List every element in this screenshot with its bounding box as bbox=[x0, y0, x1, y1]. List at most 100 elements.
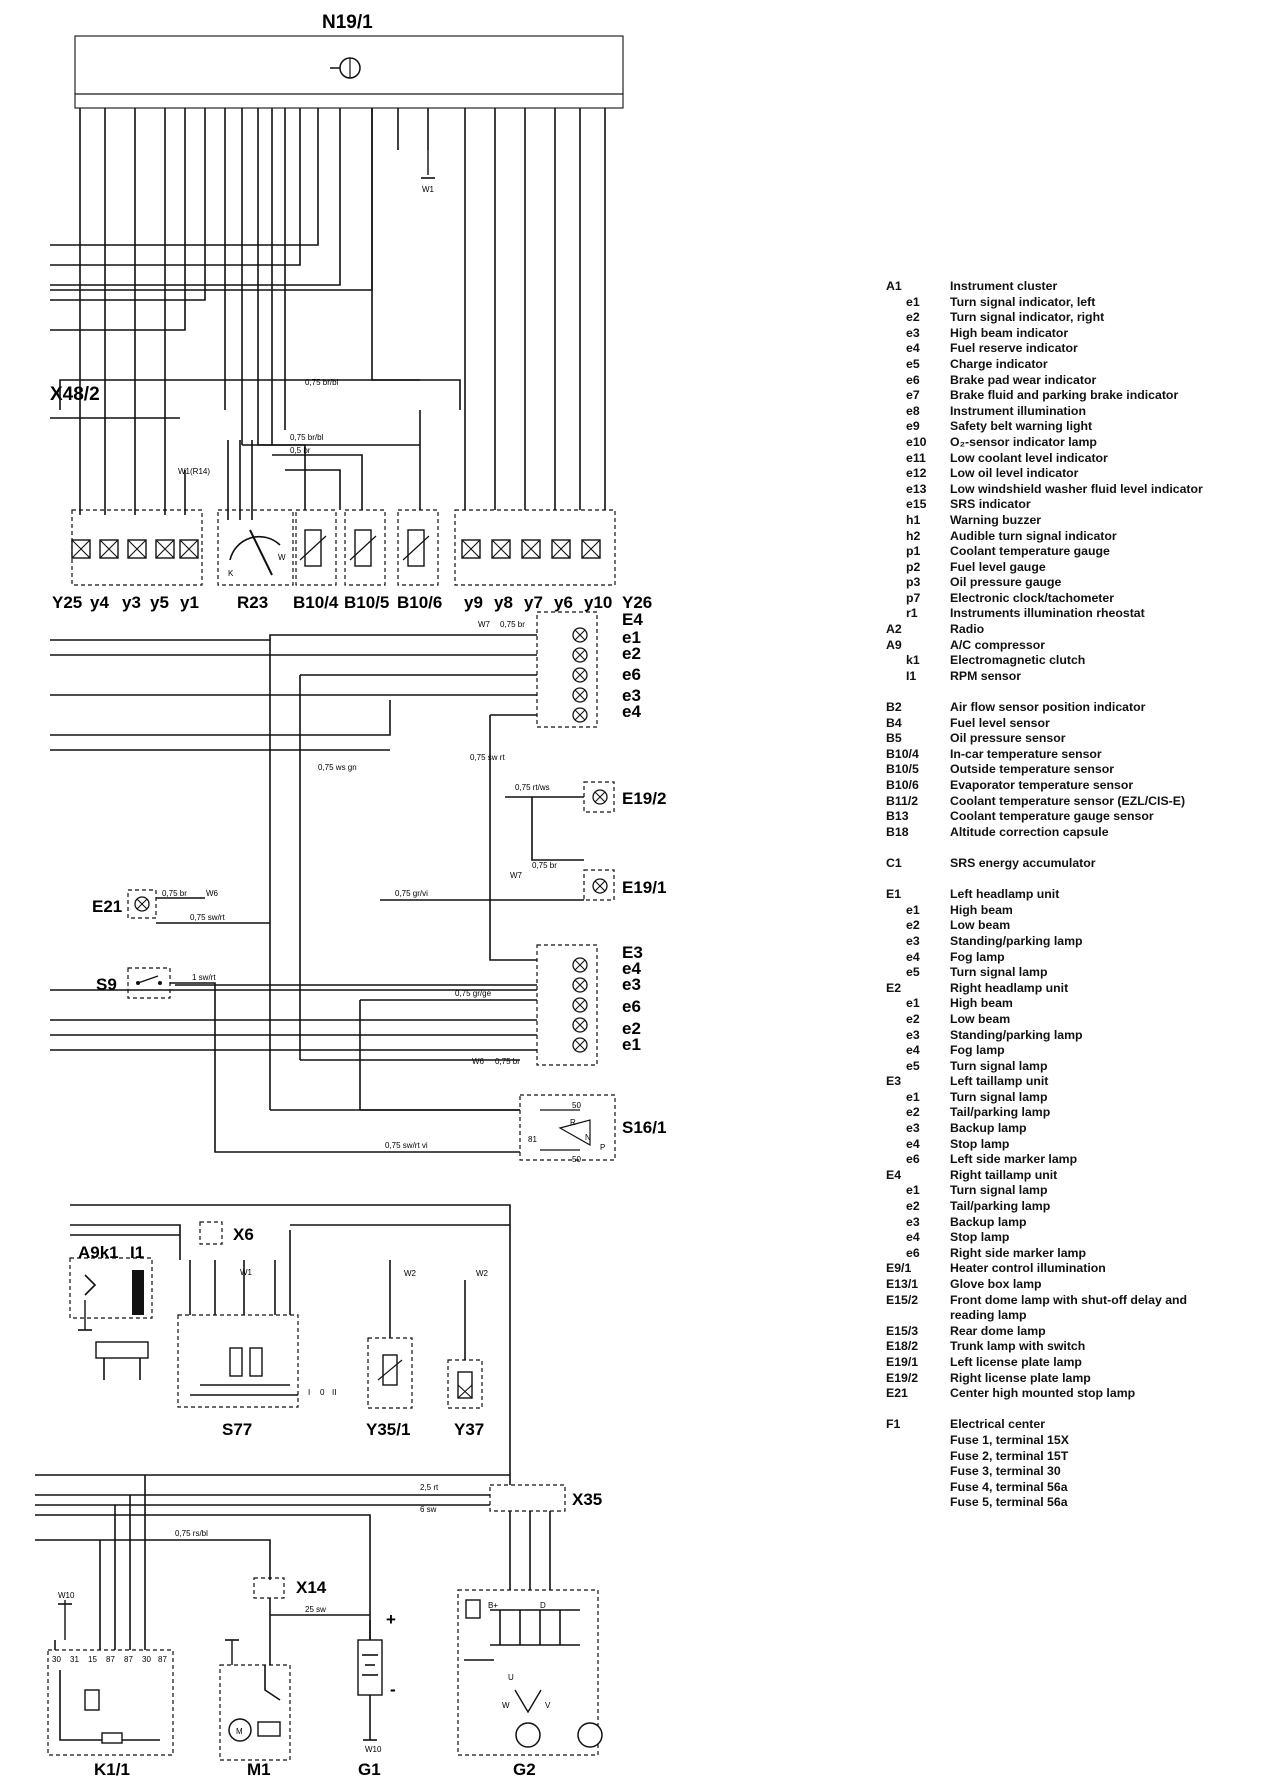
e3-lamp-label: e6 bbox=[622, 997, 641, 1016]
legend-description: Low coolant level indicator bbox=[950, 450, 1108, 465]
legend-code bbox=[886, 1480, 950, 1496]
legend-code: e2 bbox=[906, 310, 920, 325]
legend-description: Fuse 5, terminal 56a bbox=[950, 1495, 1068, 1510]
r23-block bbox=[217, 509, 294, 586]
relay-terminals: 30 31 15 87 87 30 87 bbox=[52, 1475, 167, 1744]
legend-description: Fuel level sensor bbox=[950, 715, 1050, 730]
legend-code: p1 bbox=[906, 544, 921, 559]
relay-terminal-label: 15 bbox=[88, 1655, 97, 1664]
alternator-icon bbox=[464, 1511, 603, 1748]
legend-description: Stop lamp bbox=[950, 1230, 1010, 1245]
legend-description: Heater control illumination bbox=[950, 1261, 1106, 1276]
lamp-icon bbox=[572, 977, 588, 993]
lamp-icon bbox=[572, 997, 588, 1013]
switch-icon bbox=[136, 975, 162, 985]
r23-label: R23 bbox=[237, 593, 268, 612]
legend-code: E15/2 bbox=[886, 1292, 919, 1307]
legend-code: B5 bbox=[886, 731, 902, 746]
legend-description: Charge indicator bbox=[950, 356, 1048, 371]
y10-label: y10 bbox=[584, 593, 612, 612]
legend-description: SRS indicator bbox=[950, 497, 1031, 512]
alternator-terminal-label: B+ bbox=[488, 1601, 498, 1610]
legend-description: Stop lamp bbox=[950, 1136, 1010, 1151]
wire-label: 0,75 br bbox=[495, 1057, 520, 1066]
wire-label: 0,75 ws gn bbox=[318, 763, 357, 772]
ground-label: W2 bbox=[476, 1269, 489, 1278]
legend-code: B13 bbox=[886, 809, 909, 824]
ground-label: W1(R14) bbox=[178, 467, 210, 476]
legend-code: E18/2 bbox=[886, 1339, 919, 1354]
legend-code bbox=[886, 1464, 950, 1480]
e3-lamp-label: e1 bbox=[622, 1035, 641, 1054]
legend-code: e1 bbox=[906, 294, 920, 309]
e19-2-label: E19/2 bbox=[622, 789, 666, 808]
legend-description: Audible turn signal indicator bbox=[950, 528, 1117, 543]
battery-minus: - bbox=[390, 1680, 396, 1699]
y1-label: y1 bbox=[180, 593, 199, 612]
e4-lamp-label: e1 bbox=[622, 628, 641, 647]
y35-1-label: Y35/1 bbox=[366, 1420, 410, 1439]
wire-label: 0,75 br bbox=[162, 889, 187, 898]
a9k1-label: A9k1 bbox=[78, 1243, 119, 1262]
e3-lamp-label: e2 bbox=[622, 1019, 641, 1038]
a9k1-block bbox=[69, 1257, 153, 1319]
y26-valve-block bbox=[454, 509, 616, 586]
solenoid-valve-icon bbox=[377, 1260, 403, 1386]
legend-code: A2 bbox=[886, 622, 902, 637]
x6-label: X6 bbox=[233, 1225, 254, 1244]
y7-label: y7 bbox=[524, 593, 543, 612]
w1-ground: W1 bbox=[421, 150, 435, 194]
valve-icon bbox=[491, 539, 511, 559]
b10-4-label: B10/4 bbox=[293, 593, 339, 612]
e4-lamps bbox=[572, 627, 588, 723]
legend-description: Left license plate lamp bbox=[950, 1354, 1082, 1369]
legend-code: e2 bbox=[906, 918, 920, 933]
legend-description: Electronic clock/tachometer bbox=[950, 590, 1115, 605]
legend-description: Fog lamp bbox=[950, 1043, 1005, 1058]
legend-code: I1 bbox=[906, 668, 917, 683]
legend-description: A/C compressor bbox=[950, 637, 1045, 652]
legend-code: e3 bbox=[906, 933, 920, 948]
e3-lamp-label: e4 bbox=[622, 959, 641, 978]
lamp-icon bbox=[592, 878, 608, 894]
e3-wiring bbox=[50, 984, 537, 1110]
legend-description: Turn signal lamp bbox=[950, 1089, 1048, 1104]
wire-label: 6 sw bbox=[420, 1505, 437, 1514]
legend-description: Altitude correction capsule bbox=[950, 824, 1109, 839]
wire-label: 0,75 gr/ge bbox=[455, 989, 492, 998]
ground-label: W6 bbox=[472, 1057, 485, 1066]
relay-terminal-label: 30 bbox=[52, 1655, 61, 1664]
valve-icon bbox=[127, 539, 147, 559]
y9-label: y9 bbox=[464, 593, 483, 612]
s77-switch bbox=[177, 1314, 299, 1408]
legend-code: e6 bbox=[906, 1152, 920, 1167]
legend-description: Fog lamp bbox=[950, 949, 1005, 964]
legend-code: B2 bbox=[886, 700, 902, 715]
b10-6-block bbox=[397, 509, 439, 586]
switch-position-label: R bbox=[570, 1118, 576, 1127]
legend-description: Fuse 1, terminal 15X bbox=[950, 1432, 1069, 1447]
x48-2-label: X48/2 bbox=[50, 384, 100, 405]
lamp-icon bbox=[572, 957, 588, 973]
legend-description: High beam bbox=[950, 902, 1013, 917]
